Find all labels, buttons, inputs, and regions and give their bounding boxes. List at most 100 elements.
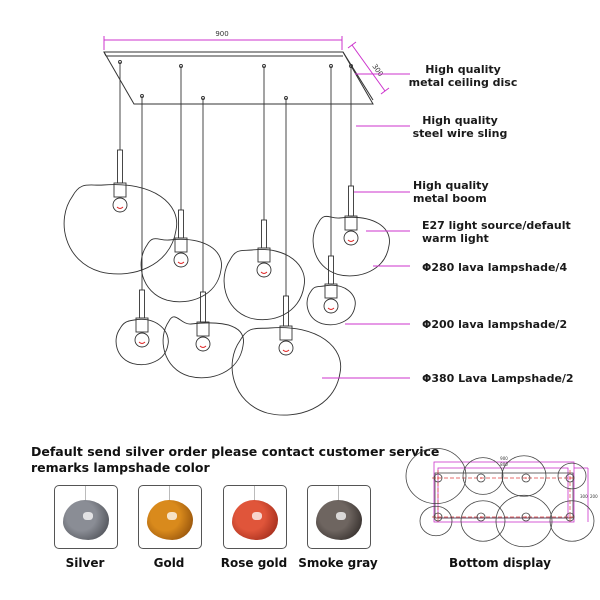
bulb	[173, 252, 189, 268]
bottom-shade-outline	[419, 505, 453, 537]
bottom-mount-hole	[565, 512, 575, 522]
metal-boom	[348, 185, 354, 217]
metal-boom	[117, 149, 123, 184]
lampshade-smoke-gray	[316, 500, 362, 540]
lamp-holder	[257, 247, 271, 263]
lampshade-silver	[63, 500, 109, 540]
color-swatch-smoke-gray[interactable]	[307, 485, 371, 549]
color-label-smoke-gray: Smoke gray	[298, 556, 378, 570]
bottom-mount-center	[569, 516, 571, 518]
bulb	[323, 298, 339, 314]
lava-lampshade	[312, 215, 390, 277]
lava-lampshade	[63, 184, 178, 275]
bulb-filament	[347, 239, 355, 242]
metal-boom	[139, 289, 145, 319]
bottom-dim-top-2: 800	[500, 462, 508, 467]
lava-lampshade	[162, 316, 244, 379]
color-order-note: Default send silver order please contact…	[31, 444, 440, 475]
bottom-shades	[405, 447, 595, 548]
lava-lampshade	[115, 318, 169, 365]
lampshade-rose-gold	[232, 500, 278, 540]
lamp-holder	[344, 215, 358, 231]
color-swatch-gold[interactable]	[138, 485, 202, 549]
lamp-holder	[113, 182, 127, 198]
metal-boom	[328, 255, 334, 285]
bottom-display-title: Bottom display	[449, 556, 551, 570]
bottom-mount-hole	[476, 512, 486, 522]
bottom-shade-outline	[460, 500, 506, 542]
ceiling-disc	[103, 51, 374, 105]
bottom-shade-outline	[549, 500, 595, 542]
bulb	[195, 336, 211, 352]
lava-lampshade	[231, 327, 342, 416]
callout-metal-boom: High quality metal boom	[413, 179, 489, 205]
pendant-lamps	[63, 60, 390, 416]
bulb-filament	[327, 307, 335, 310]
bottom-shade-outline	[462, 457, 504, 495]
bottom-dim-side-1: 300	[580, 494, 588, 499]
lava-lampshade	[223, 249, 305, 321]
bottom-mount-hole	[433, 473, 443, 483]
color-label-silver: Silver	[65, 556, 105, 570]
lamp-right	[312, 64, 390, 277]
color-label-rose-gold: Rose gold	[220, 556, 288, 570]
pendant-light-technical-drawing: 900 300	[63, 30, 410, 416]
bottom-plate	[434, 472, 574, 519]
color-swatch-rose-gold[interactable]	[223, 485, 287, 549]
bulb	[256, 262, 272, 278]
bottom-mount-center	[480, 516, 482, 518]
bottom-mount-center	[480, 477, 482, 479]
bottom-mount-hole	[565, 473, 575, 483]
lamp-large-bottom	[231, 96, 342, 416]
bottom-mount-hole	[521, 512, 531, 522]
bulb	[134, 332, 150, 348]
lava-lampshade	[140, 238, 222, 303]
bottom-dim-side-2: 200	[590, 494, 598, 499]
callout-arrows	[322, 73, 410, 379]
bulb-filament	[199, 345, 207, 348]
lamp-large-left	[63, 60, 178, 275]
callout-shade-380: Φ380 Lava Lampshade/2	[422, 372, 574, 385]
bulb-filament	[282, 349, 290, 352]
bulb-filament	[177, 261, 185, 264]
lamp-holder	[174, 237, 188, 253]
bottom-shade-outline	[557, 462, 587, 490]
bottom-shade-outline	[495, 494, 553, 548]
callout-shade-280: Φ280 lava lampshade/4	[422, 261, 568, 274]
bottom-view-diagram: 900 800 300 200	[405, 447, 598, 548]
lamp-holder	[324, 283, 338, 299]
dimension-width	[347, 41, 390, 95]
dimension-length	[103, 36, 343, 50]
bottom-shade-outline	[501, 455, 547, 497]
bottom-mount-center	[437, 477, 439, 479]
metal-boom	[283, 295, 289, 327]
lamp-holder	[196, 321, 210, 337]
lava-lampshade	[306, 284, 356, 326]
bulb-filament	[116, 206, 124, 209]
bulb	[278, 340, 294, 356]
lamp-small-left	[115, 94, 169, 365]
lamp-small-right	[306, 64, 356, 326]
callout-ceiling-disc: High quality metal ceiling disc	[408, 63, 518, 89]
bulb-filament	[138, 341, 146, 344]
bottom-shade-outline	[405, 447, 467, 505]
lamp-holder	[135, 317, 149, 333]
bottom-mount-center	[569, 477, 571, 479]
bottom-mount-center	[525, 477, 527, 479]
metal-boom	[261, 219, 267, 249]
color-swatch-silver[interactable]	[54, 485, 118, 549]
dimension-width-label: 300	[370, 63, 384, 79]
bottom-mount-hole	[476, 473, 486, 483]
lamp-lower-center	[162, 96, 244, 379]
callout-light-source: E27 light source/default warm light	[422, 219, 571, 245]
lamp-center	[223, 64, 305, 321]
bulb-filament	[260, 271, 268, 274]
dimension-length-label: 900	[215, 30, 228, 38]
bottom-mount-center	[525, 516, 527, 518]
lamp-mid-left	[140, 64, 222, 303]
callout-shade-200: Φ200 lava lampshade/2	[422, 318, 568, 331]
lampshade-gold	[147, 500, 193, 540]
bulb	[343, 230, 359, 246]
bottom-mount-hole	[433, 512, 443, 522]
bulb	[112, 197, 128, 213]
